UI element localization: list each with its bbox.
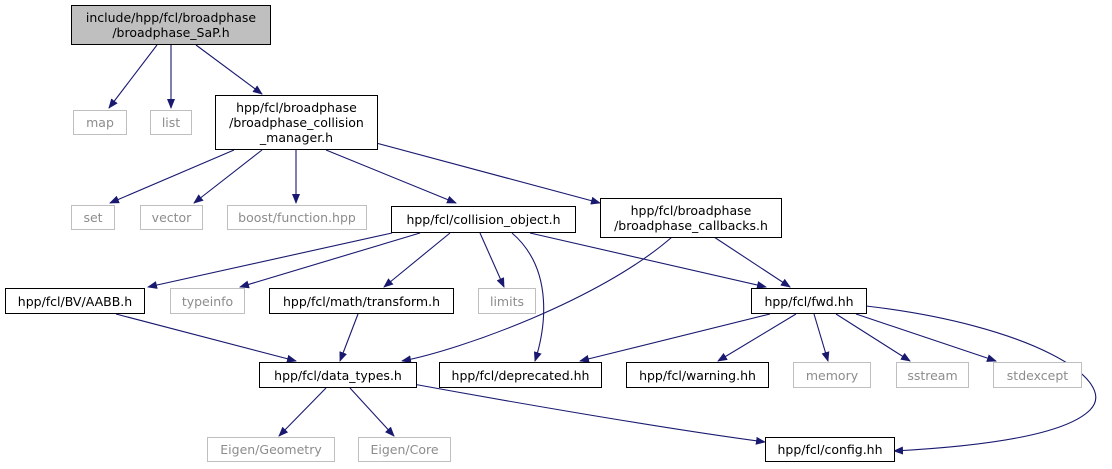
edge-root-bcm xyxy=(195,44,263,95)
node-boost-function: boost/function.hpp xyxy=(227,205,367,230)
node-transform[interactable]: hpp/fcl/math/transform.h xyxy=(269,288,454,314)
edge-co-deprecated xyxy=(511,232,545,362)
node-stdexcept: stdexcept xyxy=(993,362,1082,388)
edge-bcm-vector xyxy=(193,149,263,204)
edge-co-aabb xyxy=(147,232,393,289)
edge-fwd-config xyxy=(865,305,1097,455)
edge-fwd-stdexcept xyxy=(855,313,997,362)
edge-dt-config xyxy=(401,381,766,445)
edge-co-typeinfo xyxy=(239,232,421,289)
node-typeinfo: typeinfo xyxy=(170,288,245,314)
edge-bcm-collision-object xyxy=(325,149,457,204)
node-limits: limits xyxy=(478,288,536,314)
edge-transform-data-types xyxy=(339,313,359,362)
edge-fwd-deprecated xyxy=(579,313,771,363)
node-list: list xyxy=(150,110,192,135)
edge-fwd-warning xyxy=(717,313,797,362)
node-eigen-core: Eigen/Core xyxy=(358,437,451,462)
edge-cb-data-types xyxy=(401,236,673,364)
edge-root-map xyxy=(108,44,158,109)
edge-fwd-sstream xyxy=(835,313,911,362)
node-collision-object[interactable]: hpp/fcl/collision_object.h xyxy=(391,206,576,233)
node-data-types[interactable]: hpp/fcl/data_types.h xyxy=(259,362,417,388)
edge-fwd-memory xyxy=(813,313,830,362)
edge-bcm-set xyxy=(109,149,235,204)
node-eigen-geometry: Eigen/Geometry xyxy=(207,437,335,462)
node-set: set xyxy=(71,205,115,230)
node-memory: memory xyxy=(793,362,871,388)
edge-dt-eigen-geometry xyxy=(278,387,327,437)
edge-co-transform xyxy=(383,232,451,288)
node-warning[interactable]: hpp/fcl/warning.hh xyxy=(626,362,769,388)
node-broadphase-collision-manager[interactable]: hpp/fcl/broadphase /broadphase_collision… xyxy=(215,95,378,150)
edge-co-limits xyxy=(479,232,505,288)
node-broadphase-callbacks[interactable]: hpp/fcl/broadphase /broadphase_callbacks… xyxy=(600,198,782,238)
node-config[interactable]: hpp/fcl/config.hh xyxy=(765,437,895,462)
node-broadphase-sap: include/hpp/fcl/broadphase /broadphase_S… xyxy=(71,5,271,45)
edge-dt-eigen-core xyxy=(349,387,395,437)
node-deprecated[interactable]: hpp/fcl/deprecated.hh xyxy=(439,362,602,388)
edge-aabb-data-types xyxy=(115,313,297,363)
node-vector: vector xyxy=(140,205,203,230)
node-aabb[interactable]: hpp/fcl/BV/AABB.h xyxy=(5,288,145,314)
edge-co-fwd xyxy=(529,232,767,289)
edge-cb-fwd xyxy=(713,236,791,288)
node-sstream: sstream xyxy=(896,362,969,388)
edge-bcm-callbacks xyxy=(375,142,601,205)
node-fwd[interactable]: hpp/fcl/fwd.hh xyxy=(751,288,867,314)
node-map: map xyxy=(73,110,127,135)
